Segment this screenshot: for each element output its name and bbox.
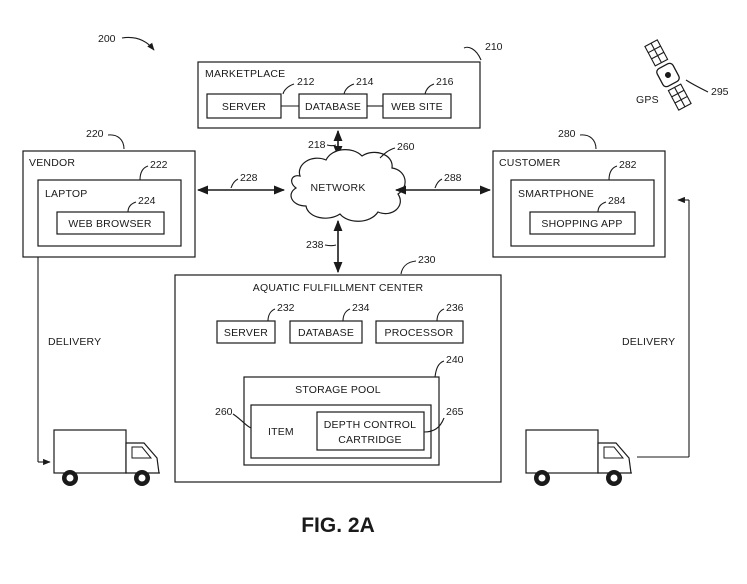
item-label: ITEM bbox=[268, 426, 294, 438]
customer-smartphone-label: SMARTPHONE bbox=[518, 188, 594, 200]
fulfillment-group: AQUATIC FULFILLMENT CENTER 230 SERVER 23… bbox=[174, 254, 502, 483]
marketplace-group: MARKETPLACE 210 SERVER DATABASE WEB SITE… bbox=[197, 41, 503, 129]
network-group: NETWORK 260 bbox=[290, 141, 415, 222]
marketplace-server-leader bbox=[282, 83, 295, 95]
fulfillment-processor-label: PROCESSOR bbox=[385, 327, 454, 339]
vendor-group: VENDOR 220 LAPTOP 222 WEB BROWSER 224 bbox=[22, 128, 196, 258]
vendor-title: VENDOR bbox=[29, 157, 75, 169]
customer-group: CUSTOMER 280 SMARTPHONE 282 SHOPPING APP… bbox=[492, 128, 666, 258]
vendor-laptop-ref: 222 bbox=[150, 159, 168, 171]
marketplace-website-ref: 216 bbox=[436, 76, 454, 88]
fulfillment-database-ref: 234 bbox=[352, 302, 370, 314]
cartridge-label-line2: CARTRIDGE bbox=[338, 434, 401, 446]
vendor-ref-leader bbox=[107, 134, 125, 150]
vendor-laptop-leader bbox=[139, 165, 149, 181]
link-238-leader bbox=[324, 244, 337, 247]
satellite-icon bbox=[644, 39, 692, 111]
item-ref-leader bbox=[232, 413, 252, 429]
customer-ref-leader bbox=[579, 134, 597, 150]
link-288-leader bbox=[434, 178, 443, 189]
marketplace-website-label: WEB SITE bbox=[391, 101, 443, 113]
vendor-laptop-box bbox=[37, 179, 182, 247]
fulfillment-database-leader bbox=[342, 308, 351, 322]
storage-pool-title: STORAGE POOL bbox=[295, 384, 381, 396]
cartridge-ref-leader bbox=[423, 417, 445, 433]
gps-ref: 295 bbox=[711, 86, 729, 98]
customer-box bbox=[492, 150, 666, 258]
storage-pool-ref: 240 bbox=[446, 354, 464, 366]
fulfillment-ref: 230 bbox=[418, 254, 436, 266]
marketplace-box bbox=[197, 61, 481, 129]
vendor-browser-label: WEB BROWSER bbox=[68, 218, 152, 230]
customer-smartphone-box bbox=[510, 179, 655, 247]
marketplace-database-leader bbox=[343, 83, 355, 95]
marketplace-ref: 210 bbox=[485, 41, 503, 53]
figure-caption: FIG. 2A bbox=[301, 514, 375, 537]
link-ref-238: 238 bbox=[306, 239, 324, 251]
fulfillment-server-box bbox=[216, 320, 276, 344]
link-ref-288: 288 bbox=[444, 172, 462, 184]
link-ref-218: 218 bbox=[308, 139, 326, 151]
figure-ref-arrow bbox=[121, 36, 155, 51]
vendor-browser-ref: 224 bbox=[138, 195, 156, 207]
network-ref: 260 bbox=[397, 141, 415, 153]
customer-smartphone-leader bbox=[608, 165, 618, 181]
cartridge-ref: 265 bbox=[446, 406, 464, 418]
cartridge-label-line1: DEPTH CONTROL bbox=[324, 419, 416, 431]
vendor-ref: 220 bbox=[86, 128, 104, 140]
network-label: NETWORK bbox=[310, 182, 365, 194]
truck-right-icon bbox=[525, 429, 632, 486]
network-ref-leader bbox=[379, 147, 396, 159]
fulfillment-server-ref: 232 bbox=[277, 302, 295, 314]
customer-title: CUSTOMER bbox=[499, 157, 561, 169]
vendor-browser-box bbox=[56, 211, 165, 235]
marketplace-server-ref: 212 bbox=[297, 76, 315, 88]
fulfillment-server-leader bbox=[267, 308, 276, 322]
fulfillment-database-box bbox=[289, 320, 363, 344]
fulfillment-database-label: DATABASE bbox=[298, 327, 354, 339]
fulfillment-box bbox=[174, 274, 502, 483]
fulfillment-title: AQUATIC FULFILLMENT CENTER bbox=[253, 282, 424, 294]
customer-app-ref: 284 bbox=[608, 195, 626, 207]
marketplace-database-label: DATABASE bbox=[305, 101, 361, 113]
delivery-right-label: DELIVERY bbox=[622, 336, 675, 348]
marketplace-database-ref: 214 bbox=[356, 76, 374, 88]
customer-ref: 280 bbox=[558, 128, 576, 140]
truck-left-icon bbox=[53, 429, 160, 486]
vendor-box bbox=[22, 150, 196, 258]
fulfillment-processor-box bbox=[375, 320, 464, 344]
marketplace-title: MARKETPLACE bbox=[205, 68, 285, 80]
fulfillment-server-label: SERVER bbox=[224, 327, 268, 339]
link-ref-228: 228 bbox=[240, 172, 258, 184]
cartridge-box bbox=[316, 411, 425, 451]
customer-smartphone-ref: 282 bbox=[619, 159, 637, 171]
storage-pool-leader bbox=[434, 360, 445, 378]
fulfillment-processor-leader bbox=[436, 308, 445, 322]
link-218-leader bbox=[326, 144, 337, 147]
customer-app-label: SHOPPING APP bbox=[541, 218, 622, 230]
storage-pool-box bbox=[243, 376, 440, 466]
vendor-laptop-label: LAPTOP bbox=[45, 188, 87, 200]
fulfillment-ref-leader bbox=[400, 260, 417, 275]
figure-ref-200: 200 bbox=[98, 33, 116, 45]
delivery-left-label: DELIVERY bbox=[48, 336, 101, 348]
gps-ref-leader bbox=[685, 79, 709, 93]
marketplace-website-leader bbox=[424, 83, 435, 95]
vendor-browser-leader bbox=[127, 201, 137, 213]
gps-label: GPS bbox=[636, 94, 659, 106]
link-228-leader bbox=[230, 178, 239, 189]
item-ref: 260 bbox=[215, 406, 233, 418]
customer-app-box bbox=[529, 211, 636, 235]
marketplace-ref-leader bbox=[463, 46, 482, 61]
gps-satellite: GPS 295 bbox=[636, 39, 729, 111]
network-cloud bbox=[290, 149, 406, 222]
fulfillment-processor-ref: 236 bbox=[446, 302, 464, 314]
customer-app-leader bbox=[597, 201, 607, 213]
marketplace-server-label: SERVER bbox=[222, 101, 266, 113]
